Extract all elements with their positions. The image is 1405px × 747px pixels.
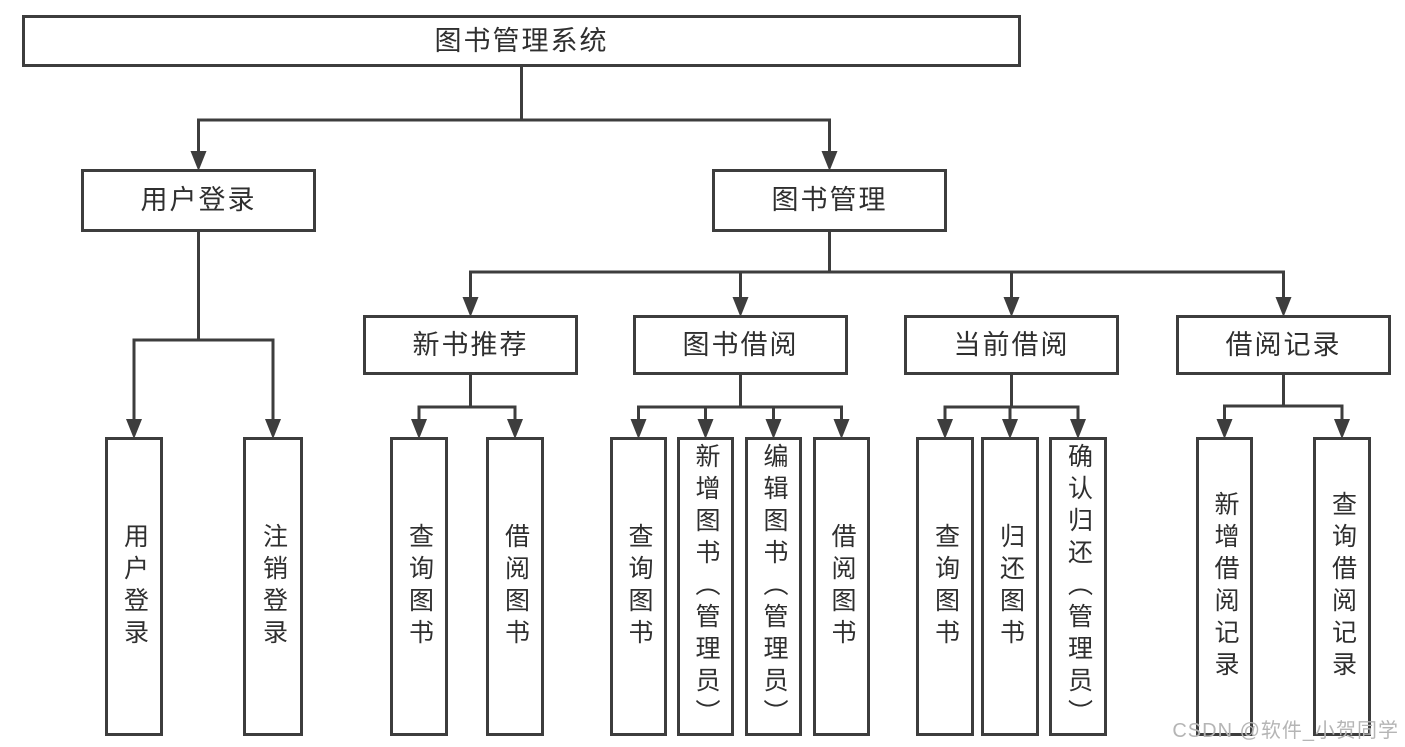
node-label-leaf-add-book: 新增图书（管理员）: [692, 442, 720, 731]
node-label-new-book-recommend: 新书推荐: [412, 329, 529, 360]
node-label-leaf-query-borrow-rec: 查询借阅记录: [1328, 490, 1357, 683]
node-borrowing-records: 借阅记录: [1176, 315, 1391, 375]
node-label-current-borrowing: 当前借阅: [953, 329, 1070, 360]
node-leaf-borrow-book-2: 借阅图书: [813, 437, 870, 736]
node-label-leaf-borrow-book-2: 借阅图书: [828, 522, 856, 651]
node-label-leaf-borrow-book-1: 借阅图书: [501, 522, 530, 651]
node-label-leaf-logout: 注销登录: [259, 522, 288, 651]
node-label-leaf-confirm-return: 确认归还（管理员）: [1064, 442, 1093, 731]
node-root: 图书管理系统: [22, 15, 1021, 67]
node-leaf-query-borrow-rec: 查询借阅记录: [1313, 437, 1371, 736]
node-label-leaf-return-book: 归还图书: [996, 522, 1025, 651]
node-label-book-management: 图书管理: [771, 185, 888, 215]
node-label-root: 图书管理系统: [434, 25, 609, 56]
node-label-user-login: 用户登录: [140, 185, 257, 215]
node-label-book-borrowing: 图书借阅: [682, 329, 799, 360]
node-leaf-add-book: 新增图书（管理员）: [677, 437, 734, 736]
node-label-leaf-query-book-1: 查询图书: [405, 522, 434, 651]
node-label-leaf-user-login: 用户登录: [120, 522, 149, 651]
node-label-leaf-query-book-2: 查询图书: [625, 522, 653, 651]
node-leaf-query-book-1: 查询图书: [390, 437, 448, 736]
node-label-leaf-query-book-3: 查询图书: [931, 522, 960, 651]
node-book-borrowing: 图书借阅: [633, 315, 848, 375]
node-leaf-edit-book: 编辑图书（管理员）: [745, 437, 802, 736]
node-leaf-add-borrow-rec: 新增借阅记录: [1196, 437, 1253, 736]
node-leaf-user-login: 用户登录: [105, 437, 163, 736]
node-user-login: 用户登录: [81, 169, 316, 232]
node-leaf-query-book-2: 查询图书: [610, 437, 667, 736]
node-leaf-logout: 注销登录: [243, 437, 303, 736]
node-leaf-borrow-book-1: 借阅图书: [486, 437, 544, 736]
node-label-leaf-edit-book: 编辑图书（管理员）: [760, 442, 788, 731]
node-current-borrowing: 当前借阅: [904, 315, 1119, 375]
node-leaf-return-book: 归还图书: [981, 437, 1039, 736]
node-book-management: 图书管理: [712, 169, 947, 232]
node-leaf-confirm-return: 确认归还（管理员）: [1049, 437, 1107, 736]
node-new-book-recommend: 新书推荐: [363, 315, 578, 375]
watermark-text: CSDN @软件_小贺同学: [1172, 720, 1399, 742]
node-label-leaf-add-borrow-rec: 新增借阅记录: [1211, 490, 1239, 683]
node-label-borrowing-records: 借阅记录: [1225, 329, 1342, 360]
node-leaf-query-book-3: 查询图书: [916, 437, 974, 736]
